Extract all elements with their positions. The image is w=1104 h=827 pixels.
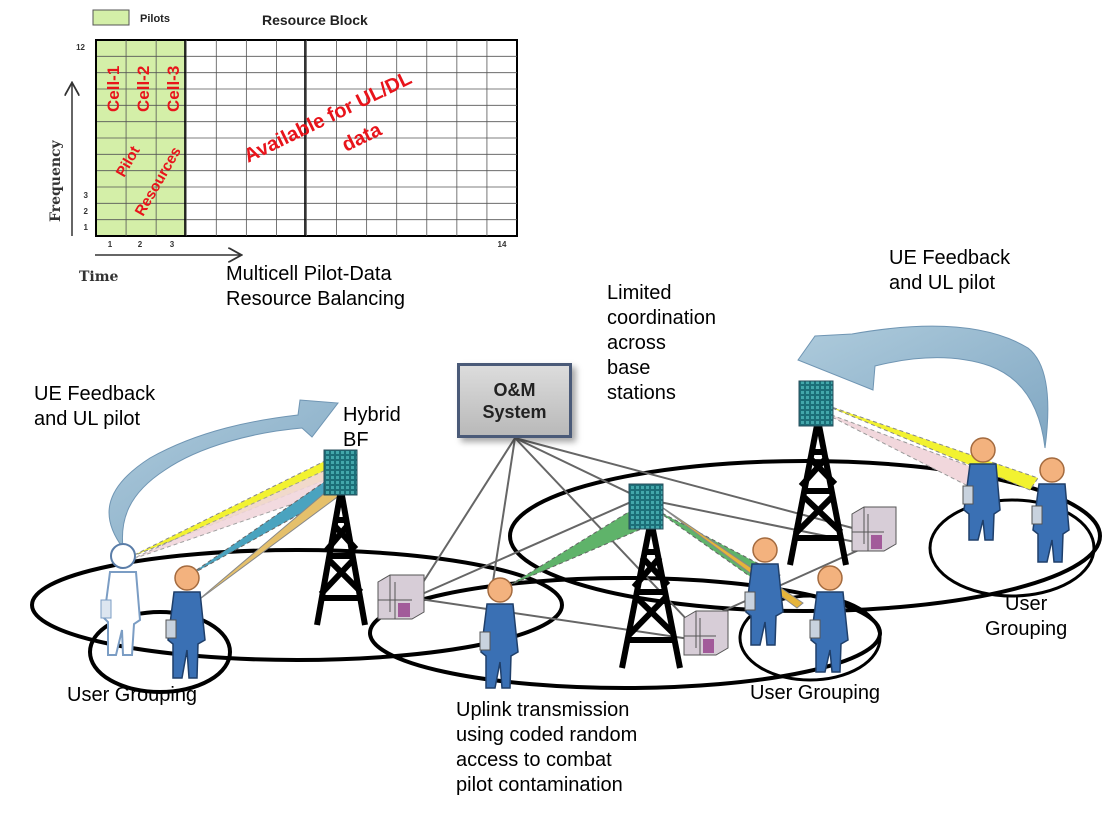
time-axis-label: Time <box>79 269 119 285</box>
uplink-transmission-note: Uplink transmission using coded random a… <box>456 699 638 796</box>
right-cell-coverage <box>508 459 1102 613</box>
cell-2-label: Cell-2 <box>134 66 153 112</box>
x-tick-2: 2 <box>138 240 143 249</box>
left-user-group <box>88 610 232 694</box>
user-right-2 <box>1031 457 1070 563</box>
cell-1-label: Cell-1 <box>104 66 123 112</box>
base-station-right <box>787 380 897 566</box>
left-cell-coverage <box>30 548 564 662</box>
user-grouping-right-label: User Grouping <box>985 593 1068 640</box>
om-system-label: O&M System <box>482 379 547 422</box>
beams-center <box>509 502 804 609</box>
user-left-1 <box>100 543 142 656</box>
resource-block-title: Resource Block <box>262 12 368 28</box>
pilots-legend-label: Pilots <box>140 13 170 25</box>
server-box-center <box>683 610 729 656</box>
y-tick-2: 2 <box>84 207 89 216</box>
user-left-2 <box>165 565 206 679</box>
frequency-axis-label: Frequency <box>48 139 64 222</box>
server-box-left <box>377 574 425 620</box>
base-station-center <box>619 483 729 669</box>
right-user-group <box>928 498 1096 598</box>
beams-right <box>817 402 1039 491</box>
feedback-arrow-left <box>108 399 339 550</box>
tower-left <box>314 489 368 626</box>
user-center-3 <box>809 565 849 673</box>
user-center-2 <box>744 537 784 646</box>
x-tick-1: 1 <box>108 240 113 249</box>
user-center-1 <box>479 577 519 689</box>
user-grouping-center-label: User Grouping <box>750 682 881 704</box>
cell-coverage <box>30 459 1102 694</box>
cell-3-label: Cell-3 <box>164 66 183 112</box>
user-right-1 <box>962 437 1001 541</box>
feedback-arrow-right <box>797 325 1049 449</box>
beams-left <box>127 459 341 603</box>
hybrid-bf-label: Hybrid BF <box>343 404 401 451</box>
resource-block-grid: Pilots Resource Block Frequency Time 12 … <box>48 9 518 285</box>
x-tick-14: 14 <box>498 240 507 249</box>
feedback-label-left: UE Feedback and UL pilot <box>34 383 156 430</box>
y-tick-1: 1 <box>84 223 89 232</box>
antenna-array-center <box>628 483 664 530</box>
om-system-box: O&M System <box>457 363 572 438</box>
limited-coordination-label: Limited coordination across base station… <box>607 282 716 404</box>
feedback-label-right: UE Feedback and UL pilot <box>889 247 1011 294</box>
pilots-legend-swatch <box>92 9 130 26</box>
tower-center <box>619 519 683 669</box>
antenna-array-right <box>798 380 834 427</box>
server-box-right <box>851 506 897 552</box>
available-data-text-line2: data <box>339 118 386 156</box>
base-station-left <box>314 449 425 626</box>
antenna-array-left <box>323 449 358 496</box>
tower-right <box>787 419 849 566</box>
center-user-group <box>738 594 882 682</box>
user-grouping-left-label: User Grouping <box>67 684 198 706</box>
available-data-text-line1: Available for UL/DL <box>241 67 416 167</box>
y-tick-12: 12 <box>76 43 85 52</box>
x-tick-3: 3 <box>170 240 175 249</box>
y-tick-3: 3 <box>84 191 89 200</box>
balancing-caption: Multicell Pilot-Data Resource Balancing <box>226 263 405 310</box>
